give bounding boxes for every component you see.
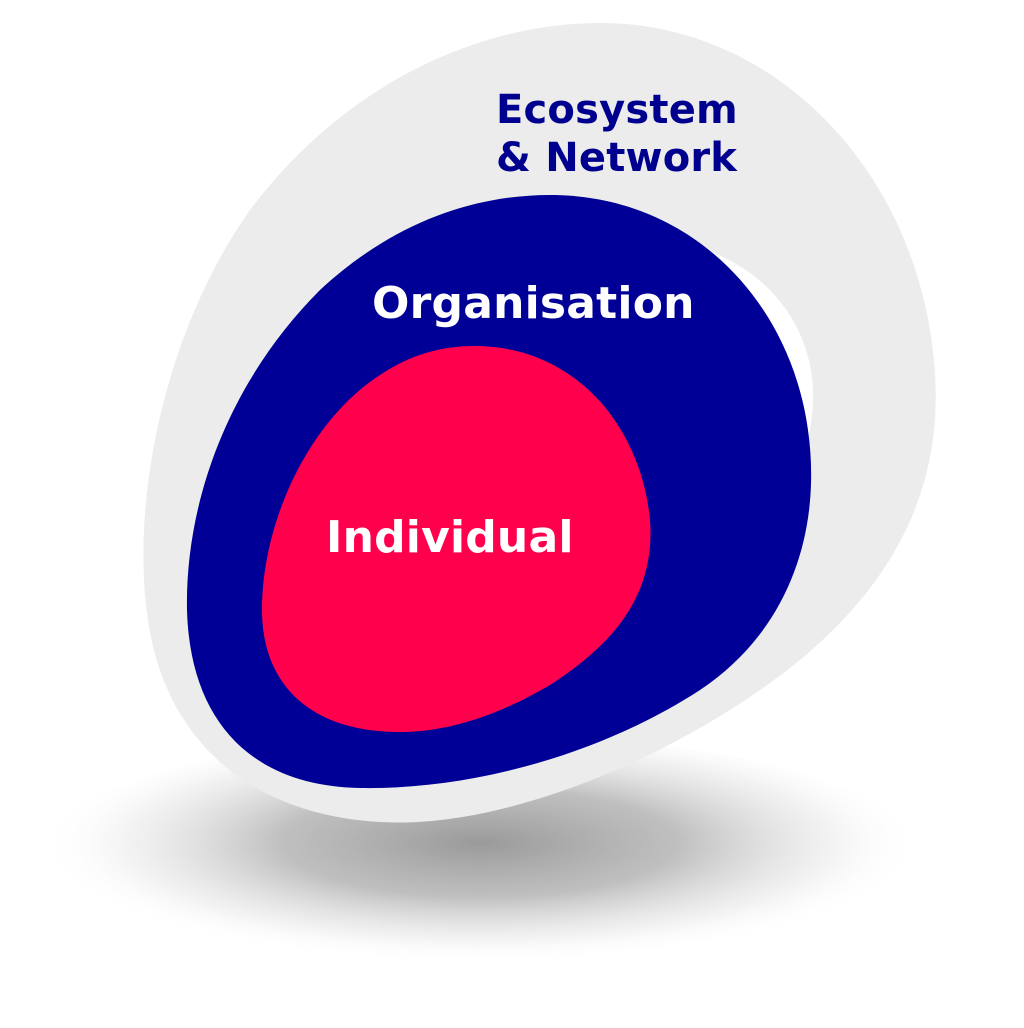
ecosystem-label-line1: Ecosystem [496,87,738,133]
ecosystem-network-label: Ecosystem & Network [496,86,738,182]
individual-label: Individual [326,512,574,563]
individual-blob [262,346,651,733]
organisation-label: Organisation [372,278,695,329]
drop-shadow [40,735,920,975]
ecosystem-label-line2: & Network [496,135,738,181]
